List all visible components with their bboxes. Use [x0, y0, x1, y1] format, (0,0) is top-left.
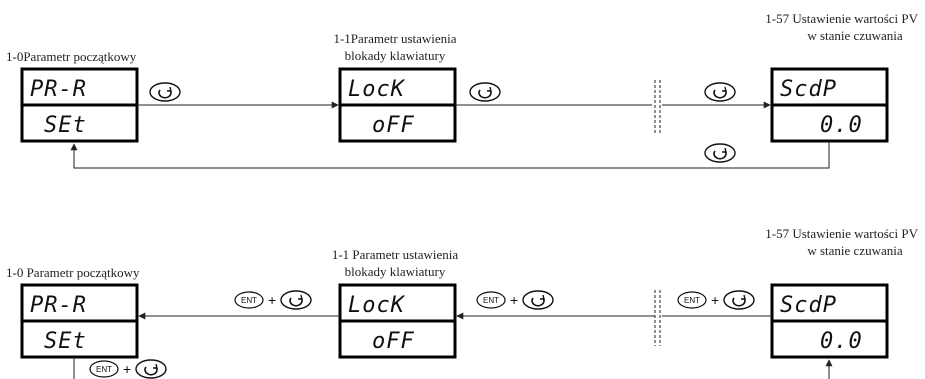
row1-param3-label-line2: w stanie czuwania: [807, 28, 903, 43]
row2-display-param2: LocK oFF: [338, 283, 457, 359]
rotate-key-icon: [135, 359, 167, 379]
row2-param3-value: 0.0: [820, 329, 863, 354]
svg-text:+: +: [711, 292, 719, 308]
row1-param3-label-line1: 1-57 Ustawienie wartości PV: [765, 11, 918, 26]
row2-param2-label-line1: 1-1 Parametr ustawienia: [332, 247, 459, 262]
row1-param2-value: oFF: [372, 113, 415, 138]
row1-param1-label: 1-0Parametr początkowy: [6, 49, 137, 64]
row2-param3-label-line1: 1-57 Ustawienie wartości PV: [765, 226, 918, 241]
rotate-key-icon: [704, 82, 736, 102]
row2-key-combo-1: ENT +: [234, 290, 312, 310]
svg-text:+: +: [123, 361, 131, 377]
row2-display-param3: ScdP 0.0: [770, 283, 889, 359]
rotate-key-icon: [723, 290, 755, 310]
row1-param3-value: 0.0: [820, 113, 863, 138]
svg-text:+: +: [510, 292, 518, 308]
row1-display-param3: ScdP 0.0: [770, 67, 889, 143]
row1-param1-code: PR-R: [30, 77, 87, 102]
rotate-key-icon: [522, 290, 554, 310]
ent-key-icon: ENT: [677, 291, 707, 309]
ent-key-icon: ENT: [234, 291, 264, 309]
rotate-key-icon: [149, 82, 181, 102]
row2-param2-value: oFF: [372, 329, 415, 354]
row2-key-combo-2: ENT +: [476, 290, 554, 310]
row2-param1-code: PR-R: [30, 293, 87, 318]
ent-key-icon: ENT: [476, 291, 506, 309]
svg-text:ENT: ENT: [684, 296, 700, 305]
svg-text:+: +: [268, 292, 276, 308]
row1-param1-value: SEt: [44, 113, 87, 138]
row2-param1-value: SEt: [44, 329, 87, 354]
rotate-key-icon: [280, 290, 312, 310]
row2-param2-label-line2: blokady klawiatury: [345, 264, 446, 279]
row2-param3-label-line2: w stanie czuwania: [807, 243, 903, 258]
row1-param2-code: LocK: [348, 77, 406, 102]
row1-param2-label-line2: blokady klawiatury: [345, 48, 446, 63]
row1-param2-label-line1: 1-1Parametr ustawienia: [333, 31, 456, 46]
row1-display-param2: LocK oFF: [338, 67, 457, 143]
row1-display-param1: PR-R SEt: [20, 67, 139, 143]
svg-text:ENT: ENT: [241, 296, 257, 305]
row2-param2-code: LocK: [348, 293, 406, 318]
row1-param3-code: ScdP: [780, 77, 837, 102]
ent-key-icon: ENT: [89, 360, 119, 378]
row1-break-mark: [654, 80, 661, 134]
row2-break-mark: [654, 290, 661, 346]
rotate-key-icon: [704, 143, 736, 163]
row2-param3-code: ScdP: [780, 293, 837, 318]
svg-text:ENT: ENT: [96, 365, 112, 374]
rotate-key-icon: [469, 82, 501, 102]
svg-text:ENT: ENT: [483, 296, 499, 305]
row2-param1-label: 1-0 Parametr początkowy: [6, 265, 140, 280]
row1-return-arrow: [70, 141, 830, 169]
row2-key-combo-4: ENT +: [89, 359, 167, 379]
row2-display-param1: PR-R SEt: [20, 283, 139, 359]
row2-key-combo-3: ENT +: [677, 290, 755, 310]
